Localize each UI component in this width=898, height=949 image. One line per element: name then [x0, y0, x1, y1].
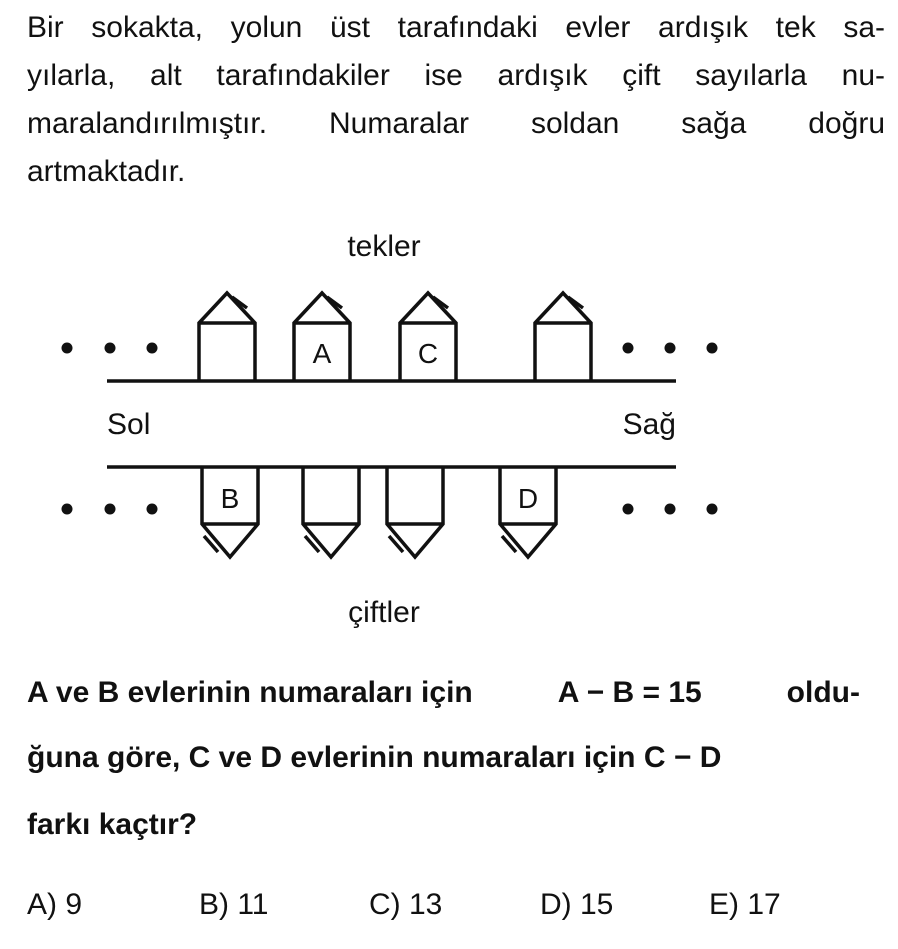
even-house-d: [498, 467, 558, 560]
ellipsis-top-right: [622, 342, 718, 354]
even-side-label: çiftler: [348, 596, 420, 629]
question-line-1-text: A ve B evlerinin numaraları için: [27, 676, 473, 709]
ellipsis-bottom-right: [622, 503, 718, 515]
left-direction-label: Sol: [107, 408, 150, 441]
odd-house-1: [197, 290, 257, 381]
odd-side-label: tekler: [347, 230, 420, 263]
option-e[interactable]: E) 17: [709, 888, 781, 921]
question-equation: A − B = 15: [557, 676, 702, 709]
odd-house-c: [398, 290, 458, 381]
intro-line-3: maralandırılmıştır. Numaralar soldan sağ…: [27, 107, 885, 140]
odd-house-a: [292, 290, 352, 381]
problem-statement: Bir sokakta, yolun üst tarafındaki evler…: [27, 4, 885, 196]
house-label-d: D: [518, 483, 538, 514]
house-label-c: C: [418, 338, 438, 369]
question-line-1-end: oldu-: [786, 676, 860, 709]
option-b[interactable]: B) 11: [199, 888, 269, 921]
intro-line-4: artmaktadır.: [27, 155, 186, 188]
house-label-a: A: [313, 338, 332, 369]
option-c[interactable]: C) 13: [369, 888, 443, 921]
intro-line-2: yılarla, alt tarafındakiler ise ardışık …: [27, 59, 885, 92]
even-house-b: [200, 467, 260, 560]
ellipsis-bottom-left: [61, 503, 158, 515]
option-d[interactable]: D) 15: [540, 888, 614, 921]
even-house-3: [385, 467, 445, 560]
question-line-3: farkı kaçtır?: [27, 808, 198, 841]
house-label-b: B: [221, 483, 240, 514]
question-line-1: A ve B evlerinin numaraları için A − B =…: [27, 676, 860, 710]
question-line-2: ğuna göre, C ve D evlerinin numaraları i…: [27, 741, 722, 774]
odd-house-4: [533, 290, 593, 381]
even-house-2: [301, 467, 361, 560]
street-diagram: tekler çiftler Sol Sağ: [61, 230, 718, 629]
ellipsis-top-left: [61, 342, 158, 354]
right-direction-label: Sağ: [623, 408, 676, 441]
option-a[interactable]: A) 9: [27, 888, 83, 921]
intro-line-1: Bir sokakta, yolun üst tarafındaki evler…: [27, 11, 885, 44]
